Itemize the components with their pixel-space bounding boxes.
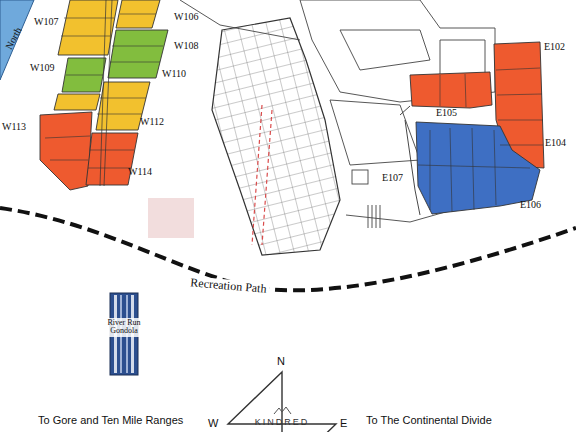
corridor	[252, 105, 262, 245]
gondola-station: River Run Gondola	[101, 318, 147, 337]
unit-number: W110	[162, 68, 186, 79]
plaza-pad	[148, 198, 194, 238]
compass-letter: W	[208, 417, 218, 429]
direction-note: To Gore and Ten Mile Ranges	[38, 414, 183, 426]
unit-number: W112	[140, 116, 164, 127]
brand-name: KINDRED	[226, 418, 338, 427]
direction-note: To The Continental Divide	[366, 414, 492, 426]
station-name: River Run Gondola	[101, 318, 147, 337]
unit-number: W109	[30, 62, 54, 73]
river-label: North	[3, 25, 24, 51]
central-building	[212, 18, 340, 255]
unit-number: W114	[128, 166, 152, 177]
corridor	[262, 110, 272, 245]
path-label: Recreation Path	[187, 276, 270, 296]
river	[0, 0, 34, 80]
unit-number: W113	[2, 121, 26, 132]
unit-number: W106	[174, 11, 198, 22]
unit-number: E106	[520, 199, 541, 210]
unit-number: E102	[544, 41, 565, 52]
unit-number: W108	[174, 40, 198, 51]
unit-number: W107	[34, 16, 58, 27]
unit-number: E104	[545, 137, 566, 148]
unit-number: E105	[436, 107, 457, 118]
compass-rose: KINDRED	[226, 370, 338, 432]
east-building	[400, 42, 544, 215]
unit-number: E107	[382, 172, 403, 183]
recreation-path	[0, 208, 576, 290]
compass-letter: N	[277, 355, 285, 367]
west-building	[40, 0, 168, 190]
compass-letter: E	[340, 417, 347, 429]
